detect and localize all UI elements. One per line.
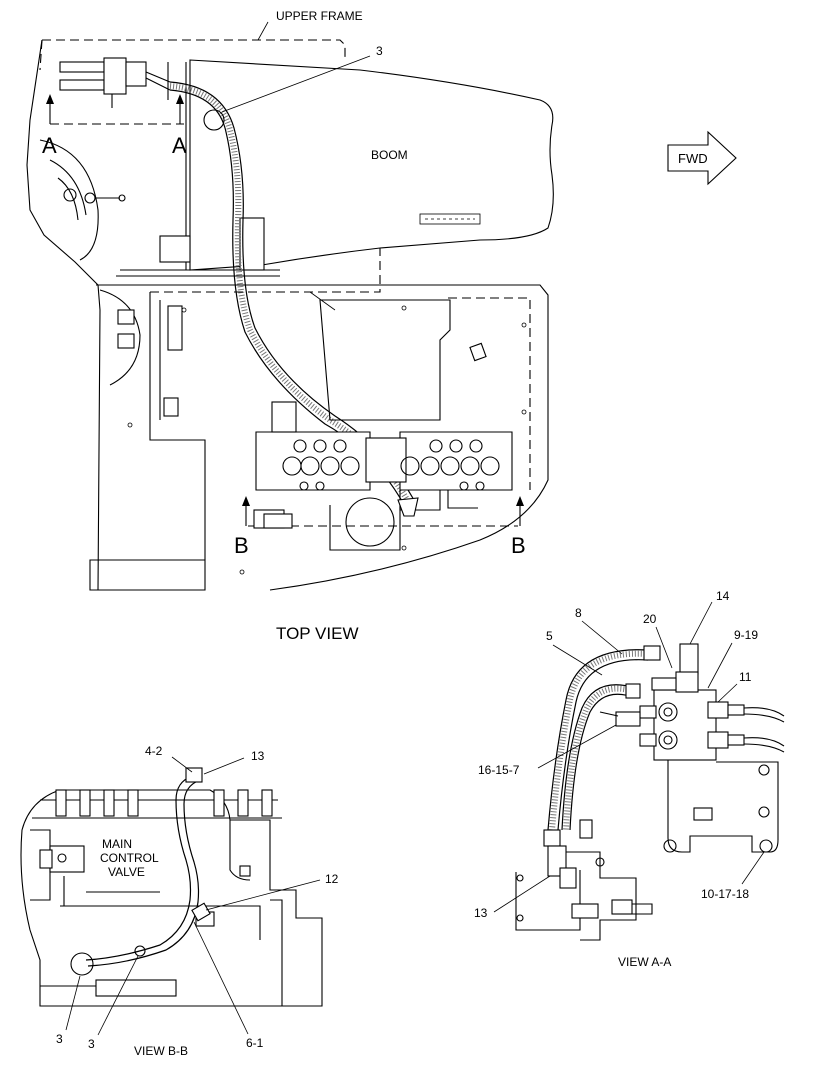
boom-label: BOOM bbox=[371, 148, 408, 162]
top-view: UPPER FRAME BOOM FWD A A bbox=[26, 9, 737, 643]
valve-label-line-1: MAIN bbox=[102, 837, 132, 851]
view-aa-title: VIEW A-A bbox=[618, 955, 671, 969]
view-bb-hose bbox=[85, 775, 193, 961]
upper-frame-leader bbox=[257, 21, 269, 41]
section-b-left-label: B bbox=[234, 533, 249, 558]
section-a-right-label: A bbox=[172, 133, 187, 158]
callout-4-2: 4-2 bbox=[145, 744, 163, 758]
main-control-valve-top bbox=[255, 401, 513, 511]
fwd-label: FWD bbox=[678, 151, 708, 166]
view-bb: MAIN CONTROL VALVE 4-2 13 12 3 3 6-1 VIE… bbox=[20, 744, 339, 1058]
upper-frame-left-edge bbox=[26, 39, 101, 591]
view-aa-valve bbox=[639, 643, 785, 761]
view-aa: 8 5 20 14 9-19 11 16-15-7 13 10-17-18 VI… bbox=[474, 589, 785, 969]
view-aa-bracket bbox=[667, 760, 779, 853]
callout-5: 5 bbox=[546, 629, 553, 643]
callout-3-leader bbox=[221, 55, 371, 113]
upper-frame-label: UPPER FRAME bbox=[276, 9, 363, 23]
callout-13-bb: 13 bbox=[251, 749, 265, 763]
callout-10-17-18: 10-17-18 bbox=[701, 887, 749, 901]
callout-11: 11 bbox=[739, 670, 752, 684]
callout-8: 8 bbox=[575, 606, 582, 620]
frame-lower-left bbox=[89, 559, 206, 591]
boom-outline bbox=[189, 59, 554, 271]
callout-12: 12 bbox=[325, 872, 339, 886]
view-bb-spools bbox=[55, 789, 273, 817]
top-view-title: TOP VIEW bbox=[276, 624, 359, 643]
callout-13-aa: 13 bbox=[474, 906, 488, 920]
callout-3-left: 3 bbox=[56, 1032, 63, 1046]
callout-3-mid: 3 bbox=[88, 1037, 95, 1051]
clip-3-mid bbox=[134, 945, 146, 957]
valve-label-line-2: CONTROL bbox=[100, 851, 159, 865]
callout-20: 20 bbox=[643, 612, 657, 626]
view-bb-title: VIEW B-B bbox=[134, 1044, 188, 1058]
boom-plate bbox=[419, 213, 481, 225]
section-b-right-label: B bbox=[511, 533, 526, 558]
view-aa-lower-block bbox=[515, 819, 653, 941]
fwd-arrow bbox=[667, 130, 737, 186]
callout-6-1: 6-1 bbox=[246, 1036, 264, 1050]
callout-3-label: 3 bbox=[376, 44, 383, 58]
section-a-left-label: A bbox=[42, 133, 57, 158]
callout-9-19: 9-19 bbox=[734, 628, 758, 642]
callout-14: 14 bbox=[716, 589, 730, 603]
valve-label-line-3: VALVE bbox=[108, 865, 145, 879]
view-bb-valve-outline bbox=[20, 789, 323, 1007]
clip-3-left bbox=[70, 952, 94, 976]
callout-16-15-7: 16-15-7 bbox=[478, 763, 520, 777]
clip-3-circle bbox=[203, 109, 225, 131]
swing-circle bbox=[39, 139, 99, 261]
pilot-valve-top bbox=[59, 57, 171, 108]
hose-bundle-top bbox=[169, 83, 413, 507]
